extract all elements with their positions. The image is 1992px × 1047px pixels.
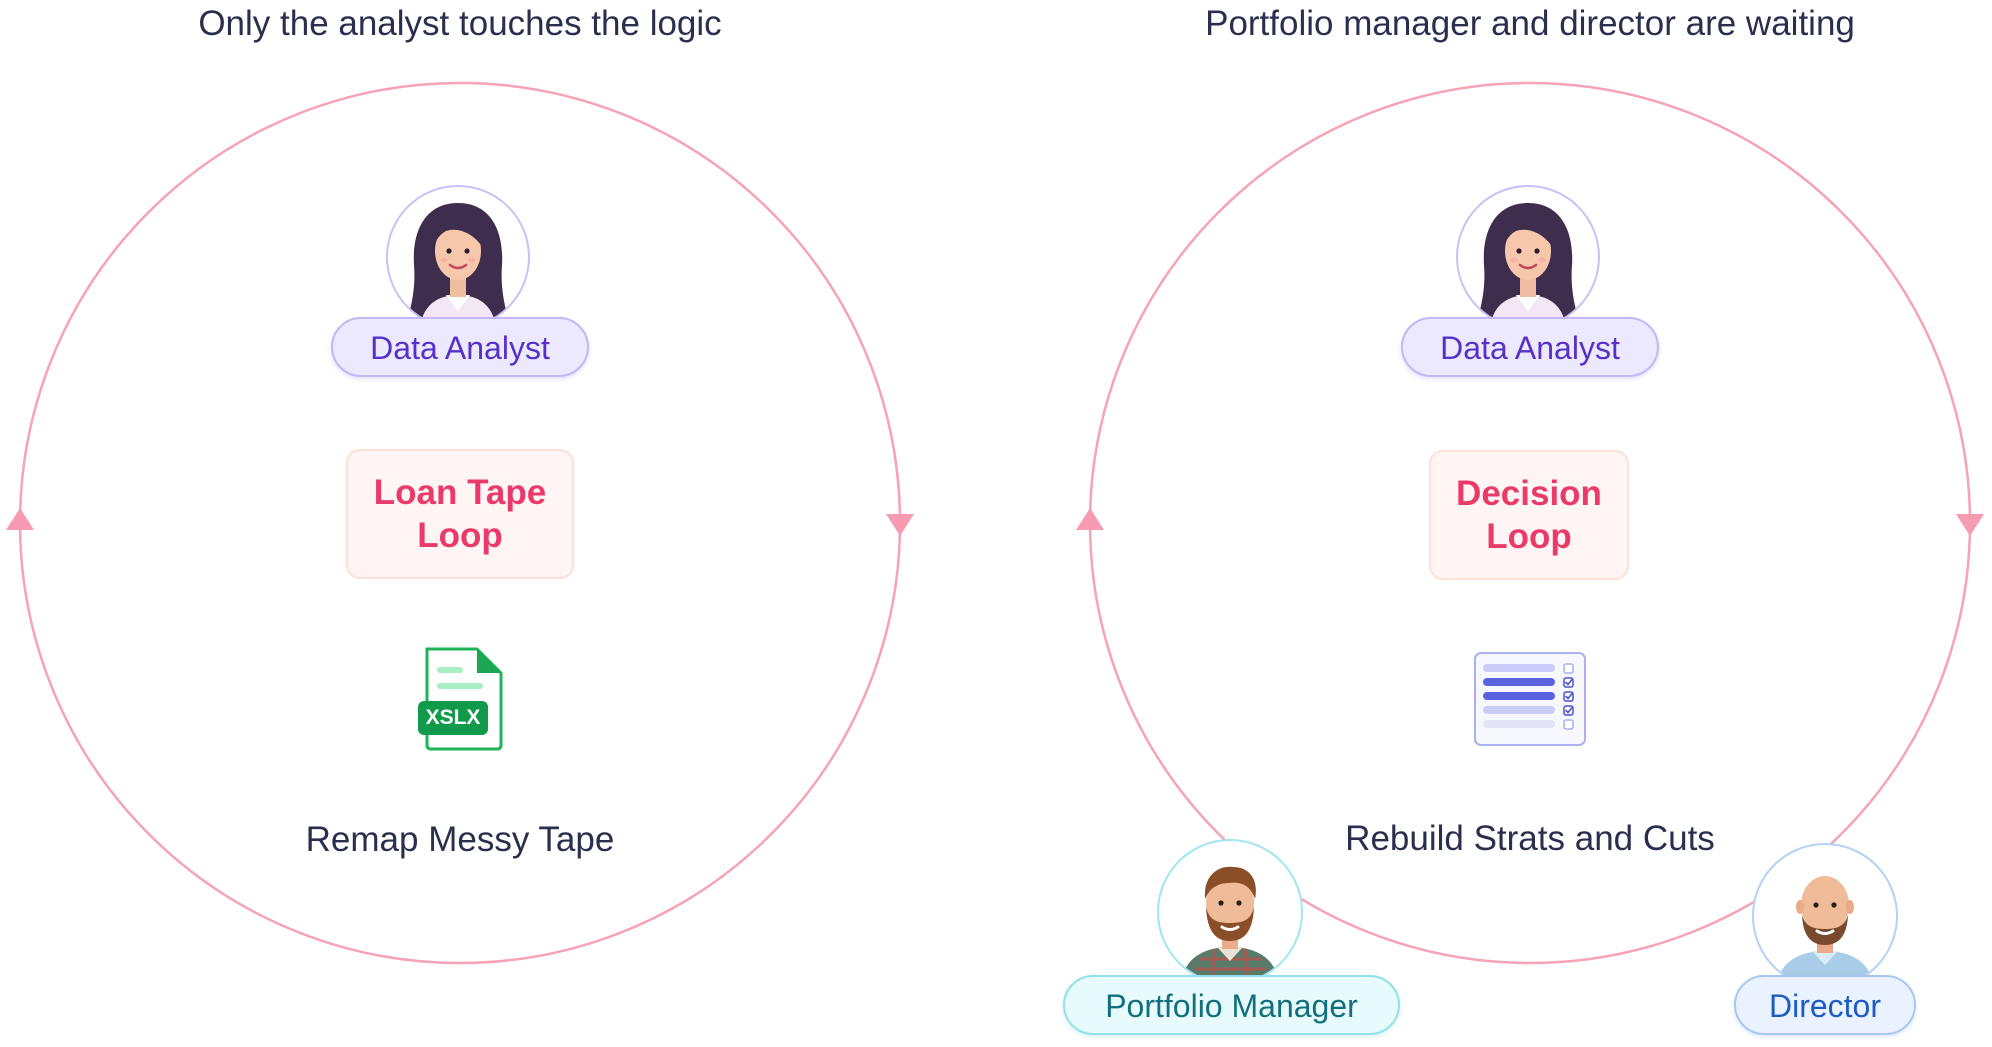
female-analyst-avatar-art (1474, 203, 1582, 327)
female-analyst-avatar-right (1456, 185, 1600, 329)
bearded-man-avatar-art (1181, 866, 1279, 983)
spreadsheet-file-icon: XSLX (415, 645, 505, 753)
right-step-label: Rebuild Strats and Cuts (1345, 819, 1715, 858)
portfolio-manager-pill: Portfolio Manager (1063, 975, 1400, 1035)
checklist-report-art (1474, 652, 1586, 746)
right-panel-title: Portfolio manager and director are waiti… (1205, 4, 1855, 43)
female-analyst-avatar-art (404, 203, 512, 327)
right-analyst-pill: Data Analyst (1401, 317, 1659, 377)
female-analyst-avatar (386, 185, 530, 329)
loop-title-line1: Decision (1456, 474, 1602, 513)
left-analyst-pill: Data Analyst (331, 317, 589, 377)
loop-title-line2: Loop (1486, 517, 1572, 556)
file-badge-label: XSLX (425, 706, 481, 729)
loop-arrow-up-right (1076, 508, 1104, 530)
loop-arrow-down-right (1956, 514, 1984, 536)
bald-man-avatar-art (1776, 876, 1874, 987)
director-pill: Director (1734, 975, 1916, 1035)
loop-arrow-down-left (886, 514, 914, 536)
loan-tape-loop-box: Loan Tape Loop (346, 449, 574, 579)
decision-loop-box: Decision Loop (1429, 450, 1629, 580)
spreadsheet-file-art (418, 647, 503, 751)
checklist-report-icon (1473, 651, 1587, 747)
bearded-man-avatar (1157, 839, 1303, 985)
left-panel-title: Only the analyst touches the logic (198, 4, 722, 43)
loop-arrow-up-left (6, 508, 34, 530)
bald-man-avatar (1752, 843, 1898, 989)
left-step-label: Remap Messy Tape (305, 820, 615, 859)
loop-title-line2: Loop (417, 516, 503, 555)
loop-title-line1: Loan Tape (373, 473, 547, 512)
